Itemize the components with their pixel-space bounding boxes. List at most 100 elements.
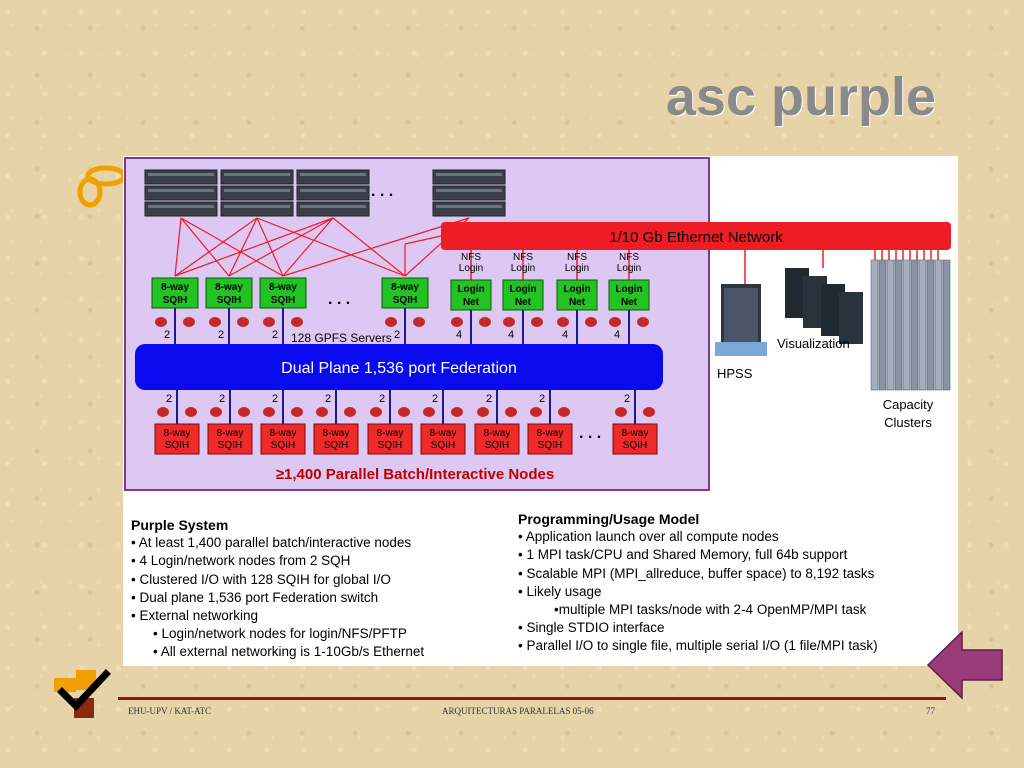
visualization-servers-icon <box>785 268 863 344</box>
storage-unit-stripe <box>224 189 290 192</box>
compute-node-label: 8-way <box>537 428 564 439</box>
login-net-label: Login <box>457 284 484 295</box>
nodes-ellipsis: . . . <box>579 425 601 442</box>
link-adapter <box>451 407 463 417</box>
link-adapter <box>238 407 250 417</box>
back-arrow-icon[interactable] <box>926 630 1004 700</box>
storage-unit-stripe <box>436 189 502 192</box>
link-adapter <box>530 407 542 417</box>
slide-title: asc purple <box>665 67 936 127</box>
compute-node-label: SQIH <box>271 440 295 451</box>
login-net-box <box>450 279 492 311</box>
link-count: 2 <box>164 329 170 341</box>
link-adapter <box>185 407 197 417</box>
link-count: 2 <box>379 393 385 405</box>
link-adapter <box>385 317 397 327</box>
login-net-label: Net <box>463 297 480 308</box>
nfs-label: Login <box>511 263 535 274</box>
cluster-rack <box>878 259 887 391</box>
storage-unit <box>144 169 218 185</box>
storage-unit <box>220 185 294 201</box>
link-count: 2 <box>218 329 224 341</box>
programming-model-heading: Programming/Usage Model <box>518 511 700 527</box>
nfs-label: NFS <box>567 252 587 263</box>
storage-link <box>404 235 442 245</box>
purple-item: 4 Login/network nodes from 2 SQH <box>131 552 424 570</box>
compute-node-label: 8-way <box>484 428 511 439</box>
compute-node-label: 8-way <box>323 428 350 439</box>
compute-node-box <box>474 423 520 455</box>
cluster-rack <box>910 259 919 391</box>
purple-item: External networking <box>131 607 424 625</box>
storage-unit-stripe <box>300 189 366 192</box>
cluster-rack <box>870 259 879 391</box>
footer-course: ARQUITECTURAS PARALELAS 05-06 <box>442 706 594 716</box>
sqih-box-label: SQIH <box>271 295 295 306</box>
link-adapter <box>398 407 410 417</box>
login-net-label: Net <box>515 297 532 308</box>
purple-item: Clustered I/O with 128 SQIH for global I… <box>131 571 424 589</box>
link-count: 2 <box>325 393 331 405</box>
checkmark-logo-icon <box>54 669 111 718</box>
link-adapter <box>423 407 435 417</box>
sqih-box-label: SQIH <box>393 295 417 306</box>
capacity-clusters-icon <box>870 259 951 391</box>
purple-item: At least 1,400 parallel batch/interactiv… <box>131 534 424 552</box>
link-adapter <box>643 407 655 417</box>
login-net-label: Net <box>569 297 586 308</box>
batch-nodes-label: ≥1,400 Parallel Batch/Interactive Nodes <box>276 466 554 483</box>
sqih-box-label: SQIH <box>163 295 187 306</box>
link-count: 4 <box>614 329 620 341</box>
link-count: 4 <box>562 329 568 341</box>
storage-unit-stripe <box>300 205 366 208</box>
link-count: 2 <box>272 393 278 405</box>
compute-node-box <box>154 423 200 455</box>
nfs-label: Login <box>617 263 641 274</box>
link-adapter <box>370 407 382 417</box>
nfs-label: NFS <box>461 252 481 263</box>
storage-unit <box>432 169 506 185</box>
link-adapter <box>183 317 195 327</box>
sqih-box-label: SQIH <box>217 295 241 306</box>
compute-node-label: 8-way <box>430 428 457 439</box>
cluster-rack <box>894 259 903 391</box>
storage-link <box>174 217 334 277</box>
compute-node-label: 8-way <box>217 428 244 439</box>
compute-node-box <box>367 423 413 455</box>
visualization-label: Visualization <box>777 336 850 351</box>
storage-link <box>228 217 334 277</box>
storage-link <box>180 217 284 277</box>
link-adapter <box>263 407 275 417</box>
link-adapter <box>585 317 597 327</box>
storage-link <box>174 217 258 277</box>
link-count: 2 <box>624 393 630 405</box>
sqih-ellipsis: . . . <box>328 291 350 308</box>
storage-unit <box>144 201 218 217</box>
footer-institution: EHU-UPV / KAT-ATC <box>128 706 212 716</box>
link-adapter <box>291 407 303 417</box>
storage-links <box>174 217 470 277</box>
storage-ellipsis: . . . <box>371 183 393 200</box>
programming-item: 1 MPI task/CPU and Shared Memory, full 6… <box>518 546 878 564</box>
link-adapter <box>316 407 328 417</box>
sqih-box <box>381 277 429 309</box>
storage-link <box>282 217 470 277</box>
purple-system-section: Purple System At least 1,400 parallel ba… <box>131 516 424 662</box>
link-adapter <box>451 317 463 327</box>
link-adapter <box>503 317 515 327</box>
login-net-box <box>608 279 650 311</box>
link-adapter <box>479 317 491 327</box>
sqih-box <box>205 277 253 309</box>
storage-unit <box>296 201 370 217</box>
ethernet-network-bar <box>441 222 951 250</box>
link-count: 2 <box>394 329 400 341</box>
sqih-box <box>151 277 199 309</box>
storage-link <box>180 217 230 277</box>
sqih-box-label: 8-way <box>269 282 297 293</box>
storage-unit-stripe <box>148 205 214 208</box>
compute-node-label: 8-way <box>164 428 191 439</box>
link-adapter <box>209 317 221 327</box>
storage-link <box>256 217 406 277</box>
storage-unit <box>432 185 506 201</box>
